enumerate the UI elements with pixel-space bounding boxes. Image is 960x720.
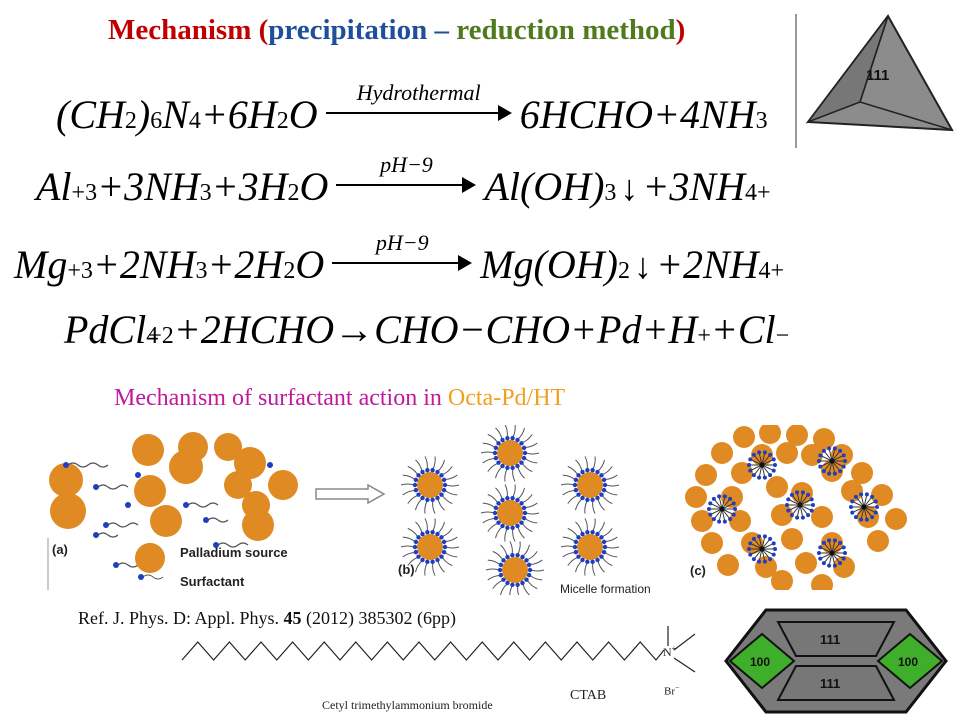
pd-sphere xyxy=(766,476,788,498)
pd-sphere xyxy=(811,574,833,590)
reaction-arrow: pH−9 xyxy=(336,154,477,200)
octa-left-label: 100 xyxy=(750,655,770,669)
pd-sphere xyxy=(759,425,781,444)
pd-sphere xyxy=(711,442,733,464)
pd-sphere xyxy=(781,528,803,550)
pd-sphere xyxy=(771,504,793,526)
pd-sphere xyxy=(841,480,863,502)
ctab-label: CTAB xyxy=(570,688,607,703)
pd-sphere xyxy=(691,510,713,532)
micelle xyxy=(400,456,460,514)
panel-c-label: (c) xyxy=(690,563,706,578)
reaction-arrow: Hydrothermal xyxy=(325,82,512,128)
micelle xyxy=(400,518,460,576)
panel-c-diagram xyxy=(685,425,907,590)
pd-sphere xyxy=(721,486,743,508)
reference-text: Ref. J. Phys. D: Appl. Phys. 45 (2012) 3… xyxy=(78,608,457,628)
slide-title: Mechanism (precipitation – reduction met… xyxy=(108,14,686,46)
pd-sphere xyxy=(885,508,907,530)
panel-a-diagram xyxy=(47,432,298,590)
pd-sphere xyxy=(811,506,833,528)
pd-sphere xyxy=(771,570,793,590)
legend-palladium: Palladium source xyxy=(180,545,288,560)
surfactant-star xyxy=(849,492,879,522)
surfactant-title: Mechanism of surfactant action in Octa-P… xyxy=(114,385,566,411)
pd-sphere xyxy=(867,530,889,552)
legend-pd-swatch xyxy=(135,543,165,573)
tetrahedron-diagram: 111 xyxy=(805,14,954,132)
micelle-label: Micelle formation xyxy=(560,582,651,596)
panel-b-diagram xyxy=(400,425,620,595)
pd-sphere xyxy=(717,554,739,576)
reaction-arrow: pH−9 xyxy=(332,232,473,278)
pd-sphere xyxy=(813,428,835,450)
micelle xyxy=(560,456,620,514)
ctab-nitrogen: N+ xyxy=(663,644,677,659)
pd-sphere xyxy=(695,464,717,486)
pd-sphere xyxy=(733,426,755,448)
panel-b-label: (b) xyxy=(398,562,415,577)
octa-bottom-label: 111 xyxy=(820,676,840,691)
pd-sphere xyxy=(786,425,808,446)
tetra-face-label: 111 xyxy=(866,67,889,84)
pd-sphere xyxy=(751,444,773,466)
octa-right-label: 100 xyxy=(898,655,918,669)
legend-surfactant-swatch xyxy=(142,574,164,580)
panel-a-label: (a) xyxy=(52,542,68,557)
surfactant-star xyxy=(707,494,737,524)
surfactant-star xyxy=(817,538,847,568)
ctab-bromide: Br− xyxy=(664,683,680,698)
surfactant-star xyxy=(785,490,815,520)
micelle xyxy=(560,518,620,576)
octa-top-label: 111 xyxy=(820,632,840,647)
ctab-fullname: Cetyl trimethylammonium bromide xyxy=(322,698,493,712)
pd-sphere xyxy=(776,442,798,464)
process-arrow-icon xyxy=(315,484,386,504)
divider-line xyxy=(795,14,797,148)
pd-sphere xyxy=(701,532,723,554)
octahedron-crystal: 111 111 100 100 xyxy=(716,606,956,716)
pd-sphere xyxy=(731,462,753,484)
pd-sphere xyxy=(685,486,707,508)
ctab-structure xyxy=(181,626,696,673)
micelle xyxy=(480,484,540,542)
micelle xyxy=(480,425,540,482)
pd-sphere xyxy=(795,552,817,574)
surfactant-star xyxy=(747,450,777,480)
pd-sphere xyxy=(821,532,843,554)
pd-sphere xyxy=(851,462,873,484)
micelle xyxy=(485,541,545,595)
surfactant-star xyxy=(747,534,777,564)
legend-surfactant: Surfactant xyxy=(180,574,245,589)
surfactant-star xyxy=(817,446,847,476)
pd-sphere xyxy=(821,460,843,482)
